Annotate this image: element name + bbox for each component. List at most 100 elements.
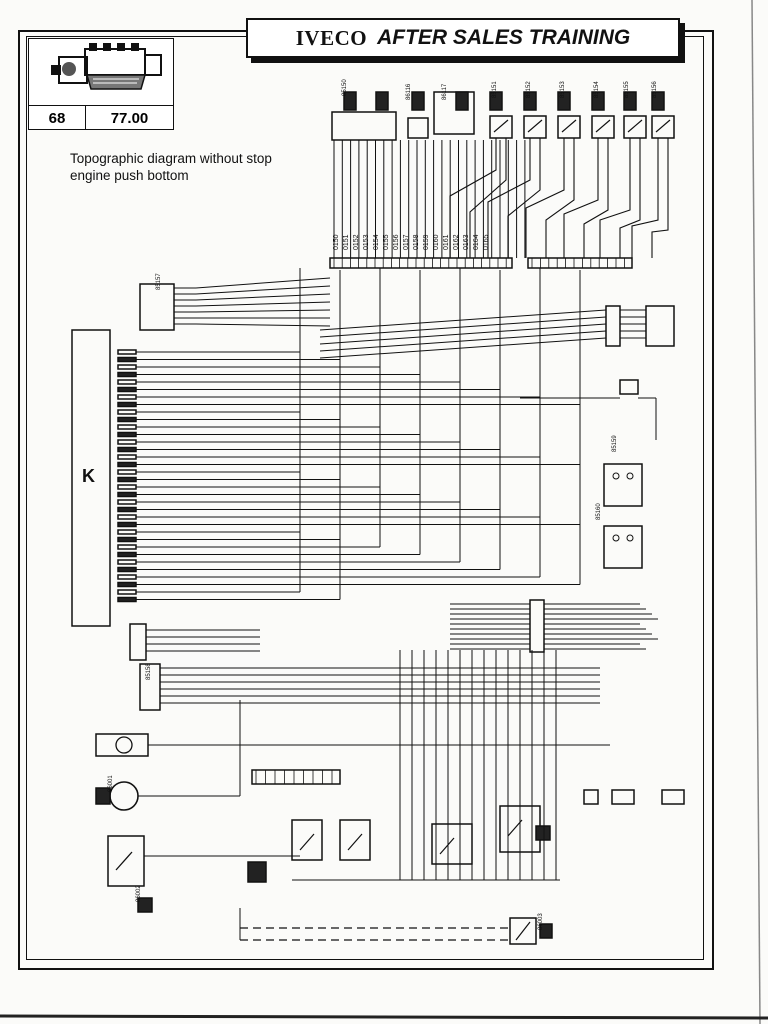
top-component-3 (557, 115, 581, 139)
relay-switch-mark (347, 833, 363, 851)
terminal-strip (251, 769, 341, 785)
scan-bottom-edge (0, 1014, 768, 1020)
lower-left-connector-1 (129, 623, 147, 661)
motor-tag (95, 787, 111, 805)
top-component-tag-1 (489, 91, 503, 111)
component-switch-mark (527, 119, 543, 133)
connector-label: 0156 (393, 234, 400, 250)
bottom-right-switch (509, 917, 537, 945)
top-component-tag-2 (523, 91, 537, 111)
component-label: 85152 (526, 81, 532, 98)
diagram-caption: Topographic diagram without stop engine … (70, 150, 330, 184)
component-label: 85157 (156, 273, 162, 290)
upper-connector-wire (195, 309, 331, 313)
top-component-1 (489, 115, 513, 139)
mid-right-connector (529, 599, 545, 653)
ecu-pin (117, 454, 137, 460)
header-title: AFTER SALES TRAINING (377, 26, 631, 49)
upper-connector-wire (195, 285, 331, 295)
component-label: 85151 (492, 81, 498, 98)
ecu-pin (117, 394, 137, 400)
ecu-pin (117, 559, 137, 565)
caption-line-2: engine push bottom (70, 168, 189, 183)
upper-connector-wire (195, 323, 331, 327)
caption-line-1: Topographic diagram without stop (70, 151, 272, 166)
component-switch-mark (627, 119, 643, 133)
top-component-wire (599, 138, 631, 258)
small-fuse-1 (583, 789, 599, 805)
upper-connector-wire (195, 301, 331, 307)
top-component-tag-5 (623, 91, 637, 111)
top-component-wire (449, 138, 497, 258)
ecu-pin (117, 364, 137, 370)
ecu-pin (117, 461, 137, 468)
top-component-4 (591, 115, 615, 139)
ecu-pin (117, 401, 137, 408)
top-component-6 (651, 115, 675, 139)
bottom-switch-box (107, 835, 145, 887)
ecu-block-symbol: K (82, 466, 95, 486)
right-harness-wire (319, 323, 607, 345)
relay-lower (603, 525, 643, 569)
ecu-pin (117, 521, 137, 528)
relay-switch-mark (299, 833, 315, 851)
upper-left-connector (139, 283, 175, 331)
component-label: 86117 (442, 83, 448, 100)
scan-edge (751, 0, 761, 1024)
small-fuse-3 (661, 789, 685, 805)
top-component-wire (563, 138, 599, 258)
right-harness-wire (319, 309, 607, 331)
relay-switch-mark (439, 837, 455, 855)
switch-tag (137, 897, 153, 913)
connector-label: 0153 (363, 234, 370, 250)
top-component-wire (487, 138, 531, 258)
relay-contact (626, 472, 634, 480)
ecu-pin (117, 424, 137, 430)
ecu-pin (117, 476, 137, 483)
component-label: 85155 (624, 81, 630, 98)
connector-label: 0161 (443, 234, 450, 250)
component-label: 86002 (136, 885, 142, 902)
connector-label: 0154 (373, 234, 380, 250)
bottom-relay-3 (431, 823, 473, 865)
component-label: 85158 (146, 663, 152, 680)
component-label: 85153 (560, 81, 566, 98)
ecu-pin (117, 491, 137, 498)
bottom-relay-2 (339, 819, 371, 861)
ecu-pin (117, 589, 137, 595)
top-component-2 (523, 115, 547, 139)
top-component-wire (545, 138, 575, 258)
connector-label: 0158 (413, 234, 420, 250)
page-number: 68 (29, 106, 86, 130)
header-banner: IVECO AFTER SALES TRAINING (246, 18, 680, 58)
ecu-pin (117, 484, 137, 490)
top-component-wire (619, 138, 641, 258)
upper-connector-wire (195, 293, 331, 301)
lower-left-connector-2 (139, 663, 161, 711)
relay-contact (626, 534, 634, 542)
small-fuse-2 (611, 789, 635, 805)
page-tab: 68 77.00 (28, 38, 174, 130)
component-label: 86003 (538, 913, 544, 930)
component-label: 85150 (342, 79, 348, 96)
relay-tag (535, 825, 551, 841)
top-component-wire (651, 138, 669, 258)
ecu-pin (117, 379, 137, 385)
ecu-pin (117, 356, 137, 363)
connector-label: 0163 (463, 234, 470, 250)
component-switch-mark (655, 119, 671, 133)
top-box-tag-2 (375, 91, 389, 111)
ecu-pin (117, 536, 137, 543)
section-number: 77.00 (110, 109, 149, 127)
connector-label: 0157 (403, 234, 410, 250)
component-switch-mark (561, 119, 577, 133)
component-label: 86001 (108, 775, 114, 792)
bottom-tag (539, 923, 553, 939)
connector-label: 0159 (423, 234, 430, 250)
ecu-pin (117, 386, 137, 393)
motor-symbol (109, 781, 139, 811)
right-harness-wire (319, 337, 607, 359)
ecu-pin (117, 506, 137, 513)
right-harness-wire (319, 316, 607, 338)
